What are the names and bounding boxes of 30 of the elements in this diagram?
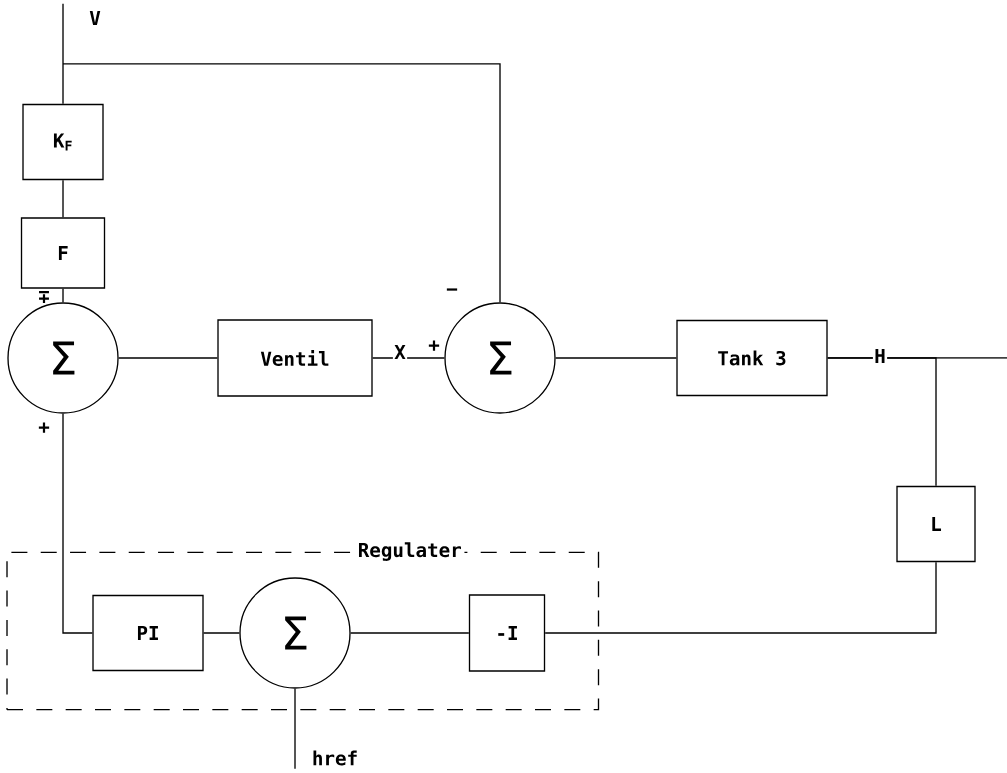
summing-junction: Σ: [7, 302, 119, 414]
sign-label: ∓: [39, 290, 49, 303]
sign-label: +: [428, 340, 440, 351]
connector-line: [203, 632, 240, 634]
connector-line: [544, 561, 937, 634]
connector-line: [62, 63, 501, 303]
edge-label: X: [392, 343, 408, 361]
signal-label: href: [313, 750, 357, 766]
connector-line: [827, 357, 937, 487]
connector-line: [62, 3, 64, 105]
connector-line: [62, 413, 93, 634]
block-box: K$_{F}$: [22, 103, 104, 181]
connector-line: [118, 357, 218, 359]
connector-line: [62, 288, 64, 303]
signal-label: V: [89, 11, 101, 25]
connector-line: [555, 357, 677, 359]
connector-line: [372, 357, 445, 359]
connector-line: [350, 632, 470, 634]
block-box: PI: [92, 594, 204, 672]
summing-junction: Σ: [444, 302, 556, 414]
connector-line: [62, 179, 64, 218]
edge-label: H: [872, 347, 888, 365]
block-box: Tank 3: [676, 319, 828, 397]
block-box: -I: [468, 594, 546, 672]
sign-label: +: [38, 422, 50, 433]
connector-line: [294, 688, 296, 770]
summing-junction: Σ: [239, 577, 351, 689]
block-box: Ventil: [217, 319, 373, 397]
block-box: L: [896, 485, 976, 563]
block-box: F: [20, 217, 106, 289]
